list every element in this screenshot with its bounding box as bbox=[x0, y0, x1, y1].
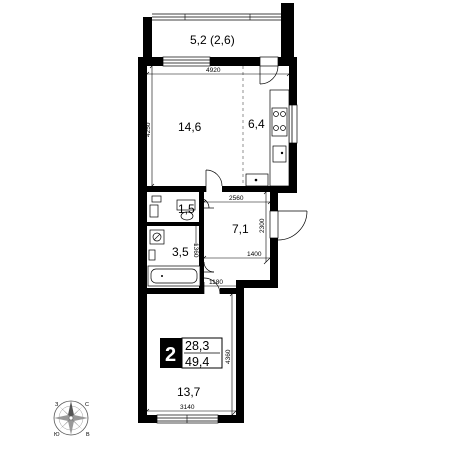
balcony-door bbox=[259, 56, 279, 85]
dim-hall-height: 2300 bbox=[259, 218, 266, 233]
total-area-value: 49,4 bbox=[185, 355, 209, 369]
bedroom-door bbox=[203, 277, 221, 295]
living-area-value: 28,3 bbox=[185, 339, 209, 353]
dim-bath-width: 1360 bbox=[192, 243, 199, 258]
kitchen-window bbox=[288, 104, 298, 144]
dim-living-height: 4250 bbox=[145, 122, 152, 137]
compass-icon bbox=[53, 400, 89, 436]
dim-corridor-width: 1180 bbox=[209, 279, 223, 286]
dimension-lines bbox=[144, 63, 292, 418]
living-door bbox=[205, 169, 223, 192]
dim-bedroom-width: 3140 bbox=[180, 404, 195, 411]
balcony-window bbox=[152, 13, 281, 21]
room-balcony: 5,2 (2,6) bbox=[190, 33, 235, 47]
wc-fixtures bbox=[149, 195, 196, 221]
kitchen-counter bbox=[245, 89, 290, 187]
room-bedroom: 13,7 bbox=[177, 385, 201, 399]
dim-entry-width: 1400 bbox=[247, 251, 262, 258]
room-wc: 1,5 bbox=[178, 202, 195, 216]
room-hall: 7,1 bbox=[232, 222, 249, 236]
entrance-door bbox=[269, 210, 308, 241]
dim-hall-width: 2560 bbox=[229, 195, 244, 202]
bath-door bbox=[203, 261, 215, 273]
summary-badge: 2 28,3 49,4 bbox=[160, 337, 223, 369]
compass-south-label: Ю bbox=[54, 432, 60, 438]
room-bath: 3,5 bbox=[172, 245, 189, 259]
rooms-count: 2 bbox=[165, 344, 176, 366]
room-kitchen: 6,4 bbox=[248, 117, 265, 131]
dim-living-width: 4920 bbox=[206, 67, 221, 74]
living-window bbox=[162, 56, 211, 67]
compass-north-label: С bbox=[85, 402, 89, 408]
room-living: 14,6 bbox=[178, 120, 202, 134]
compass-west-label: З bbox=[55, 402, 59, 408]
bedroom-window bbox=[156, 414, 219, 424]
dim-bedroom-height: 4360 bbox=[225, 349, 232, 364]
wc-door bbox=[198, 197, 214, 209]
compass-east-label: В bbox=[86, 432, 90, 438]
interior-walls bbox=[138, 186, 270, 294]
bath-fixtures bbox=[147, 229, 201, 287]
